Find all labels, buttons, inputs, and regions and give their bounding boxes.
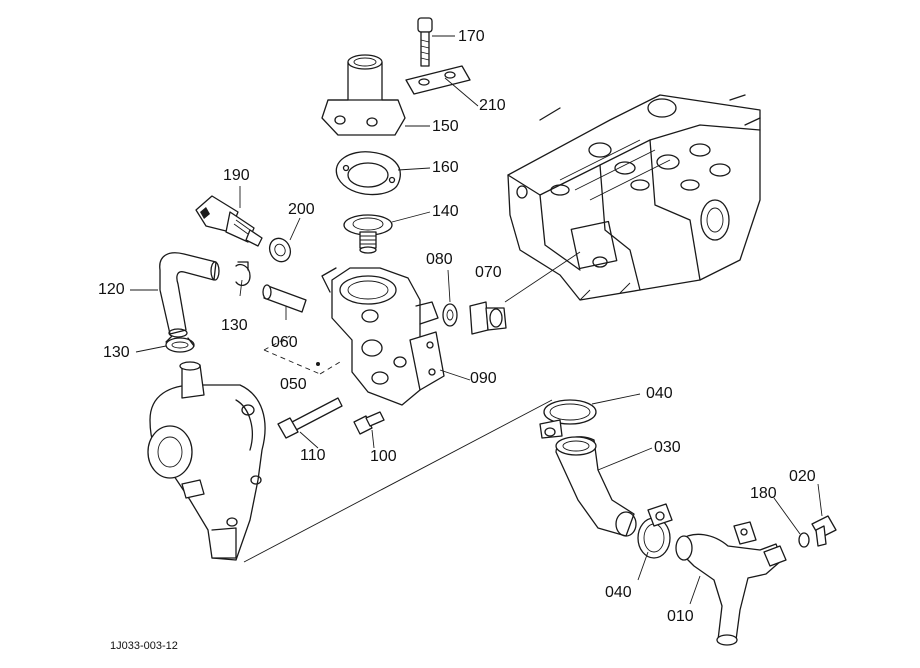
clamp-130-lower-illustration bbox=[165, 335, 195, 353]
callout-040-lower[interactable]: 040 bbox=[605, 584, 632, 601]
leader-lines bbox=[130, 35, 823, 605]
water-pump-illustration bbox=[147, 361, 266, 561]
callout-160[interactable]: 160 bbox=[432, 159, 459, 176]
banjo-bolt-070-illustration bbox=[469, 301, 507, 335]
callout-130-upper[interactable]: 130 bbox=[221, 317, 248, 334]
water-pipe-010-illustration bbox=[675, 521, 787, 646]
callout-210[interactable]: 210 bbox=[479, 97, 506, 114]
callout-190[interactable]: 190 bbox=[223, 167, 250, 184]
callout-180[interactable]: 180 bbox=[750, 485, 777, 502]
callout-070[interactable]: 070 bbox=[475, 264, 502, 281]
thermostat-140-illustration bbox=[343, 214, 393, 254]
cylinder-head-illustration bbox=[507, 94, 761, 301]
callout-090[interactable]: 090 bbox=[470, 370, 497, 387]
clamp-040-lower-illustration bbox=[637, 503, 673, 559]
bolt-170-illustration bbox=[417, 17, 433, 67]
thermostat-housing-050-illustration bbox=[321, 267, 445, 406]
callout-060[interactable]: 060 bbox=[271, 334, 298, 351]
callout-030[interactable]: 030 bbox=[654, 439, 681, 456]
bolt-110-illustration bbox=[277, 397, 343, 439]
washer-180-illustration bbox=[798, 532, 810, 548]
pipe-060-illustration bbox=[262, 284, 307, 313]
hose-030-illustration bbox=[555, 436, 637, 537]
callout-150[interactable]: 150 bbox=[432, 118, 459, 135]
callout-130-lower[interactable]: 130 bbox=[103, 344, 130, 361]
washer-080-illustration bbox=[442, 303, 458, 327]
washer-200-illustration bbox=[268, 237, 292, 263]
clamp-130-upper-illustration bbox=[235, 261, 251, 287]
callout-170[interactable]: 170 bbox=[458, 28, 485, 45]
gasket-160-illustration bbox=[335, 151, 401, 196]
clamp-040-upper-illustration bbox=[539, 399, 597, 439]
bolt-100-illustration bbox=[353, 411, 385, 435]
bracket-210-illustration bbox=[405, 65, 471, 95]
thermostat-cover-150-illustration bbox=[321, 54, 406, 136]
callout-120[interactable]: 120 bbox=[98, 281, 125, 298]
callout-110[interactable]: 110 bbox=[300, 447, 326, 464]
callout-010[interactable]: 010 bbox=[667, 608, 694, 625]
bolt-020-illustration bbox=[811, 515, 837, 547]
reference-code: 1J033-003-12 bbox=[110, 640, 178, 652]
callout-080[interactable]: 080 bbox=[426, 251, 453, 268]
hose-120-illustration bbox=[159, 252, 220, 338]
callout-140[interactable]: 140 bbox=[432, 203, 459, 220]
callout-020[interactable]: 020 bbox=[789, 468, 816, 485]
callout-050[interactable]: 050 bbox=[280, 376, 307, 393]
callout-040-upper[interactable]: 040 bbox=[646, 385, 673, 402]
callout-100[interactable]: 100 bbox=[370, 448, 397, 465]
sensor-190-illustration bbox=[195, 195, 263, 247]
callout-200[interactable]: 200 bbox=[288, 201, 315, 218]
